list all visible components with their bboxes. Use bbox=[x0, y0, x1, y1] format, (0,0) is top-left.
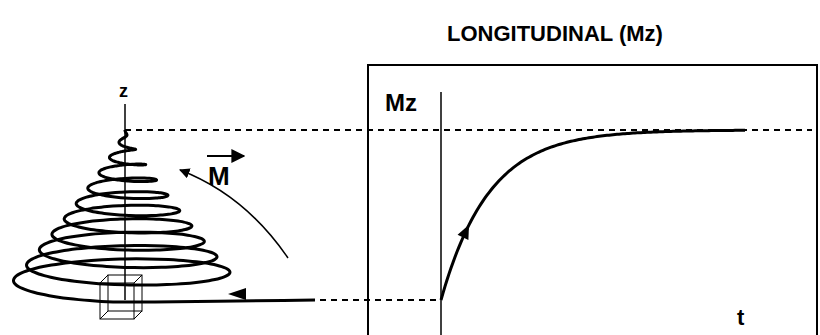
chart-title: LONGITUDINAL (Mz) bbox=[447, 22, 663, 46]
precession-spiral bbox=[13, 130, 315, 302]
recovery-arrow bbox=[180, 170, 288, 258]
chart-frame: Mz t bbox=[367, 64, 818, 335]
vector-arrow bbox=[207, 155, 244, 157]
curve-arrowhead bbox=[458, 225, 469, 240]
axis-label: z bbox=[119, 82, 128, 102]
voxel-cube bbox=[100, 275, 142, 319]
axis-label: t bbox=[737, 306, 744, 330]
zero-dashed-line bbox=[320, 299, 441, 301]
axis-label: Mz bbox=[385, 90, 417, 116]
recovery-curve bbox=[441, 130, 745, 300]
vector-label: M bbox=[208, 162, 230, 191]
spiral-arrowhead bbox=[228, 288, 246, 300]
